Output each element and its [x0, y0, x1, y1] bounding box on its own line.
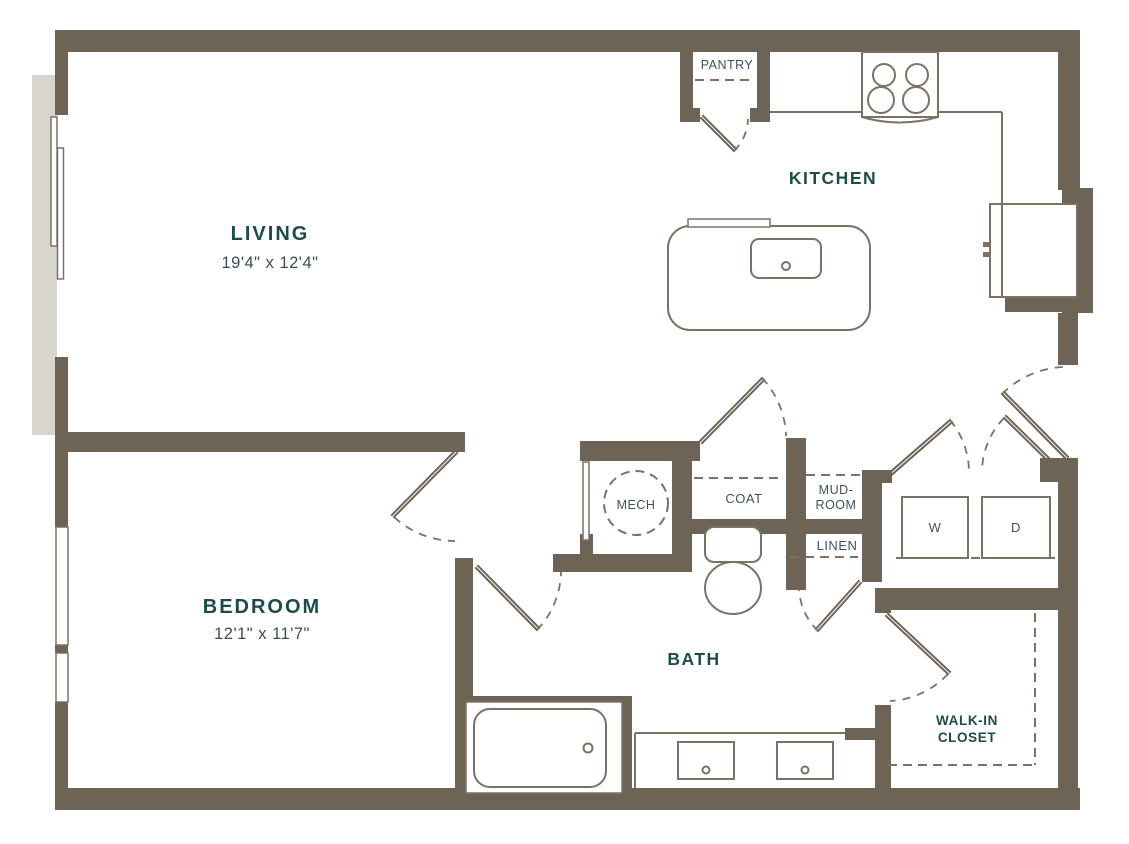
wall-right-mid [1058, 482, 1078, 588]
island-sink [750, 238, 822, 279]
walk-in-closet-label-line1: WALK-IN [936, 713, 998, 728]
pantry-left-wall [680, 52, 693, 122]
pantry-door [699, 114, 749, 153]
living-dimensions: 19'4" x 12'4" [222, 254, 319, 272]
pantry-label: PANTRY [701, 58, 754, 72]
entry-door [1000, 366, 1070, 461]
kitchen-counter-edge [770, 111, 1003, 204]
coat-closet-door [698, 376, 787, 445]
mech-right-wall [672, 441, 692, 572]
entry-door-jamb [1040, 458, 1078, 482]
wall-top [55, 30, 1080, 52]
closet-top-wall [880, 588, 1078, 610]
mudroom-label-line2: ROOM [816, 498, 857, 512]
bath-label: BATH [667, 649, 720, 669]
mech-label: MECH [617, 498, 656, 512]
windows [50, 116, 69, 703]
wall-right-upper [1058, 30, 1080, 190]
burner-icon [867, 86, 895, 114]
burner-icon [902, 86, 930, 114]
bath-hall-door [798, 579, 863, 633]
sink-drain-icon [800, 765, 810, 775]
sink-drain-icon [701, 765, 711, 775]
mudroom-label-line1: MUD- [819, 483, 854, 497]
closet-left-wall-stub [875, 588, 891, 613]
tub-drain-icon [582, 742, 594, 754]
exterior-walls [55, 30, 1093, 810]
living-slider-pane-outer [50, 116, 58, 247]
bath-fixtures [465, 526, 845, 794]
burner-icon [872, 63, 896, 87]
wall-left-lower [55, 702, 68, 810]
wall-below-fridge [1005, 298, 1067, 312]
bath-door [474, 564, 562, 632]
kitchen-label: KITCHEN [789, 168, 877, 188]
burner-icon [905, 63, 929, 87]
stove-front-edge [861, 116, 939, 124]
bedroom-top-wall [55, 432, 465, 452]
wall-right-lower [1058, 588, 1078, 810]
laundry-door-left [886, 418, 970, 478]
pantry-right-wall [757, 52, 770, 122]
tub-alcove-right-wall [620, 696, 632, 788]
bedroom-label: BEDROOM [203, 596, 321, 618]
closet-left-wall [875, 705, 891, 795]
wall-right-above-entry [1058, 313, 1078, 365]
pantry-jamb-left [680, 108, 700, 122]
vanity-end-wall [845, 728, 875, 740]
sink-drain-icon [781, 261, 791, 271]
bedroom-window-1 [55, 526, 69, 646]
island-ledge [687, 218, 771, 228]
living-slider-pane-inner [56, 147, 65, 280]
stove-body [861, 51, 939, 118]
wall-left-upper [55, 30, 68, 115]
coat-right-wall [786, 438, 806, 590]
mech-top-wall [580, 441, 700, 461]
mech-door-panel [582, 461, 590, 541]
stove [861, 51, 939, 124]
washer-box [901, 496, 969, 559]
bedroom-door [390, 449, 459, 542]
laundry-left-wall [862, 470, 882, 582]
room-labels: LIVING 19'4" x 12'4" KITCHEN PANTRY BEDR… [203, 58, 1021, 745]
shelf-lines [694, 79, 1058, 766]
walk-in-closet-label-line2: CLOSET [938, 730, 997, 745]
toilet-tank [704, 526, 762, 563]
toilet [704, 526, 762, 615]
wall-bottom [55, 788, 1080, 810]
laundry-door-right [981, 414, 1064, 475]
toilet-bowl [704, 561, 762, 615]
linen-label: LINEN [817, 538, 858, 553]
vanity-counter-edge [634, 732, 845, 788]
interior-walls [55, 52, 1078, 795]
fridge-handle [983, 252, 991, 257]
bedroom-window-2 [55, 652, 69, 703]
closet-shelf-lines [888, 613, 1036, 766]
tub-basin [473, 708, 607, 788]
dryer-box [981, 496, 1051, 559]
bedroom-dimensions: 12'1" x 11'7" [214, 625, 310, 643]
pantry-jamb-right [750, 108, 770, 122]
bathtub [465, 701, 623, 794]
dryer-label: D [1011, 520, 1021, 535]
mech-bottom-wall [553, 554, 690, 572]
refrigerator [983, 203, 1078, 298]
coat-label: COAT [725, 491, 762, 506]
fridge-handle [983, 242, 991, 247]
kitchen-fixtures [667, 51, 1078, 331]
laundry-appliances [901, 496, 1051, 559]
living-label: LIVING [231, 223, 310, 245]
wall-left-window-mullion [55, 645, 68, 653]
vanity [634, 732, 845, 788]
water-heater-icon [603, 470, 669, 536]
washer-label: W [929, 520, 942, 535]
doors [390, 114, 1070, 702]
kitchen-island [667, 218, 871, 331]
walk-in-closet-door [884, 612, 952, 702]
fridge-body [989, 203, 1078, 298]
